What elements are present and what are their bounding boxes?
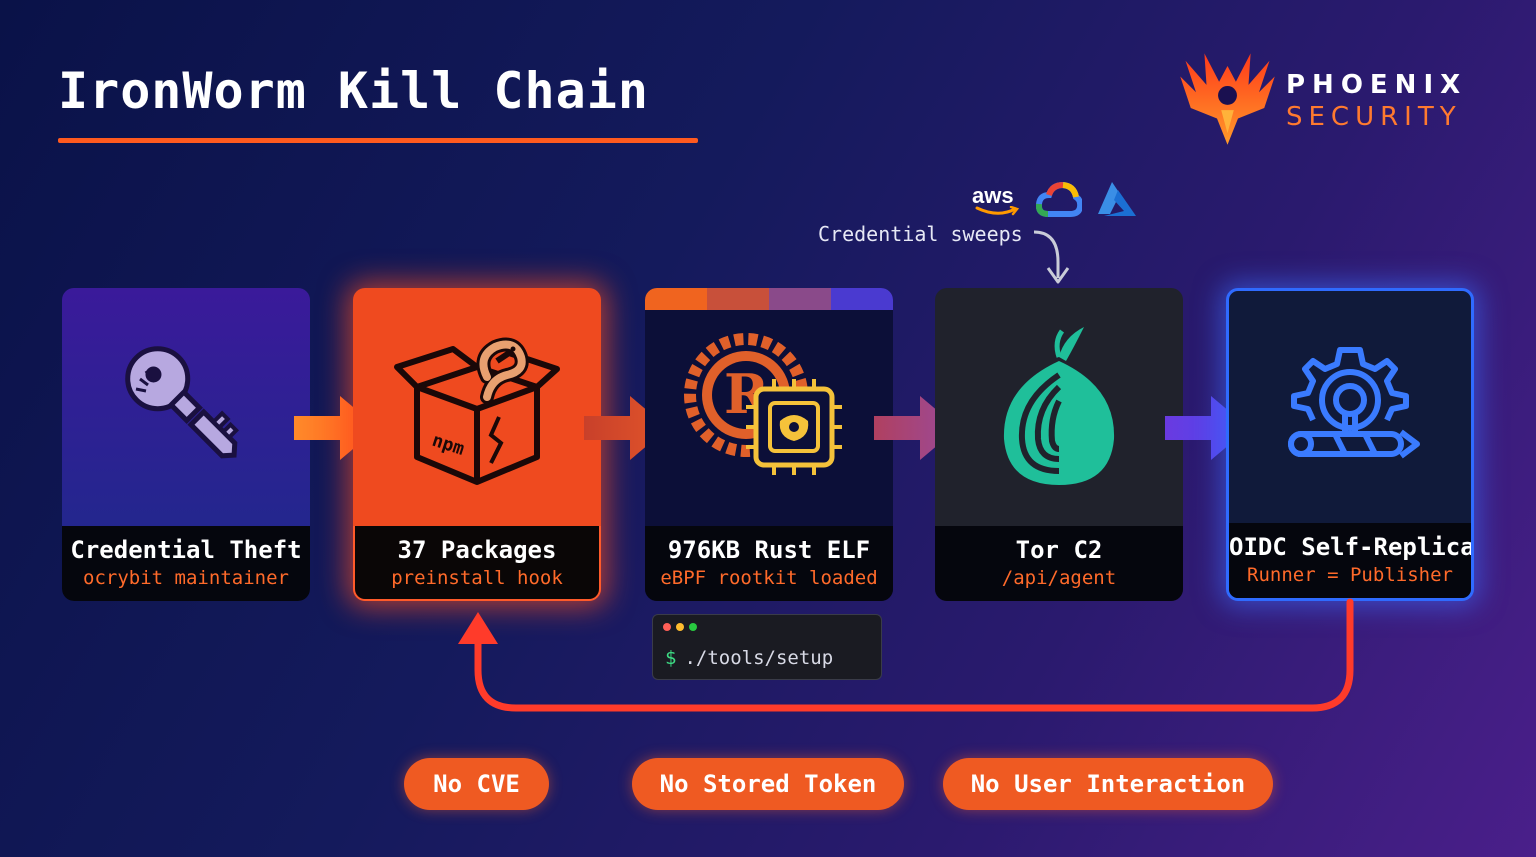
stage-sublabel: preinstall hook <box>391 567 563 589</box>
stage-oidc-self-replication: OIDC Self-Replication Runner = Publisher <box>1226 288 1474 601</box>
stage-sublabel: ocrybit maintainer <box>83 567 289 589</box>
stage-label: OIDC Self-Replication <box>1229 533 1474 561</box>
curved-down-arrow-icon <box>1033 230 1070 284</box>
page-title: IronWorm Kill Chain <box>58 62 649 120</box>
terminal-command-line: $ ./tools/setup <box>665 647 833 669</box>
tor-onion-icon <box>1003 327 1115 485</box>
stage-sublabel: eBPF rootkit loaded <box>660 567 878 589</box>
npm-box-worm-icon: npm <box>394 337 560 485</box>
aws-icon: aws <box>972 183 1014 208</box>
google-cloud-icon <box>1036 181 1082 217</box>
badge-no-cve: No CVE <box>404 758 549 810</box>
color-strip <box>645 288 893 310</box>
terminal-window: $ ./tools/setup <box>652 614 882 680</box>
stage-packages: npm 37 Packages preinstall hook <box>353 288 601 601</box>
brand-name: PHOENIX <box>1286 70 1468 100</box>
stage-sublabel: /api/agent <box>1001 567 1117 589</box>
aws-smile-icon <box>975 206 1020 216</box>
stage-credential-theft: Credential Theft ocrybit maintainer <box>62 288 310 601</box>
close-dot-icon <box>663 623 671 631</box>
terminal-command: ./tools/setup <box>684 647 834 669</box>
stage-rust-elf: R 976KB Rust ELF eBPF rootkit loaded <box>645 288 893 601</box>
badge-no-stored-token: No Stored Token <box>632 758 904 810</box>
minimize-dot-icon <box>676 623 684 631</box>
title-underline <box>58 138 698 143</box>
stage-label: Credential Theft <box>70 536 302 564</box>
stage-sublabel: Runner = Publisher <box>1247 564 1453 586</box>
rust-chip-icon: R <box>684 333 842 475</box>
brand-tagline: SECURITY <box>1286 102 1462 132</box>
maximize-dot-icon <box>689 623 697 631</box>
stage-tor-c2: Tor C2 /api/agent <box>935 288 1183 601</box>
phoenix-logo-icon <box>1180 53 1275 145</box>
npm-label: npm <box>429 430 467 460</box>
stage-label: Tor C2 <box>1015 536 1103 564</box>
azure-icon <box>1098 182 1136 216</box>
self-replication-loop-arrow-icon <box>458 598 1354 712</box>
badge-no-user-interaction: No User Interaction <box>943 758 1273 810</box>
terminal-prompt: $ <box>665 647 677 669</box>
credential-sweeps-label: Credential sweeps <box>818 222 1023 246</box>
stage-label: 976KB Rust ELF <box>667 536 871 564</box>
stage-label: 37 Packages <box>397 536 557 564</box>
gear-pipeline-icon <box>1288 347 1420 459</box>
broken-key-icon <box>125 346 240 459</box>
